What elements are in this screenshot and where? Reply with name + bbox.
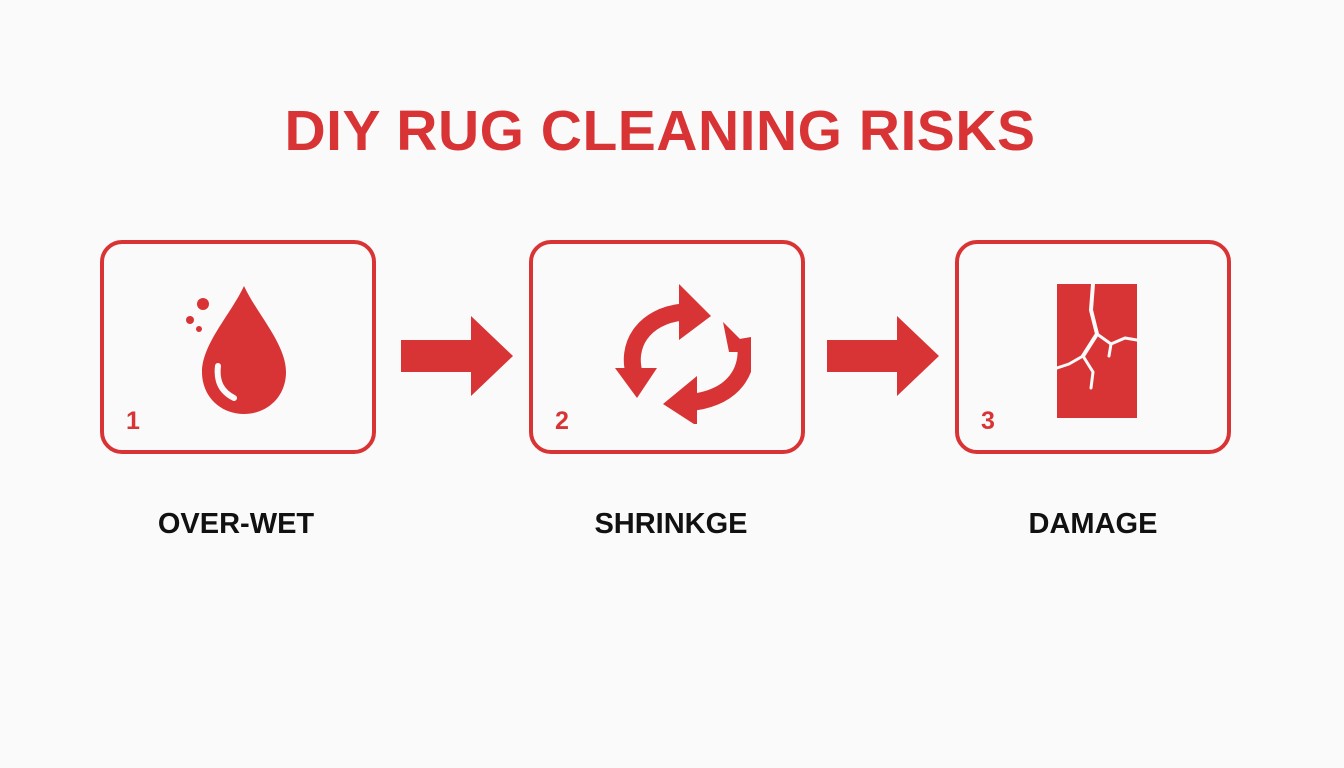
step-label-damage: DAMAGE xyxy=(1028,508,1158,540)
arrow-right-icon xyxy=(827,316,939,396)
water-drop-icon xyxy=(186,286,286,414)
step-number: 2 xyxy=(555,407,569,435)
cycle-arrows-icon xyxy=(615,284,751,424)
arrow-right-icon xyxy=(401,316,513,396)
step-label-over-wet: OVER-WET xyxy=(157,508,315,540)
step-box-over-wet: 1 xyxy=(100,240,376,454)
step-box-shrinkge: 2 xyxy=(529,240,805,454)
step-number: 3 xyxy=(981,407,995,435)
step-box-damage: 3 xyxy=(955,240,1231,454)
step-number: 1 xyxy=(126,407,140,435)
step-label-shrinkge: SHRINKGE xyxy=(594,508,748,540)
diagram-title: DIY RUG CLEANING RISKS xyxy=(284,99,1036,163)
cracked-block-icon xyxy=(1055,282,1139,418)
